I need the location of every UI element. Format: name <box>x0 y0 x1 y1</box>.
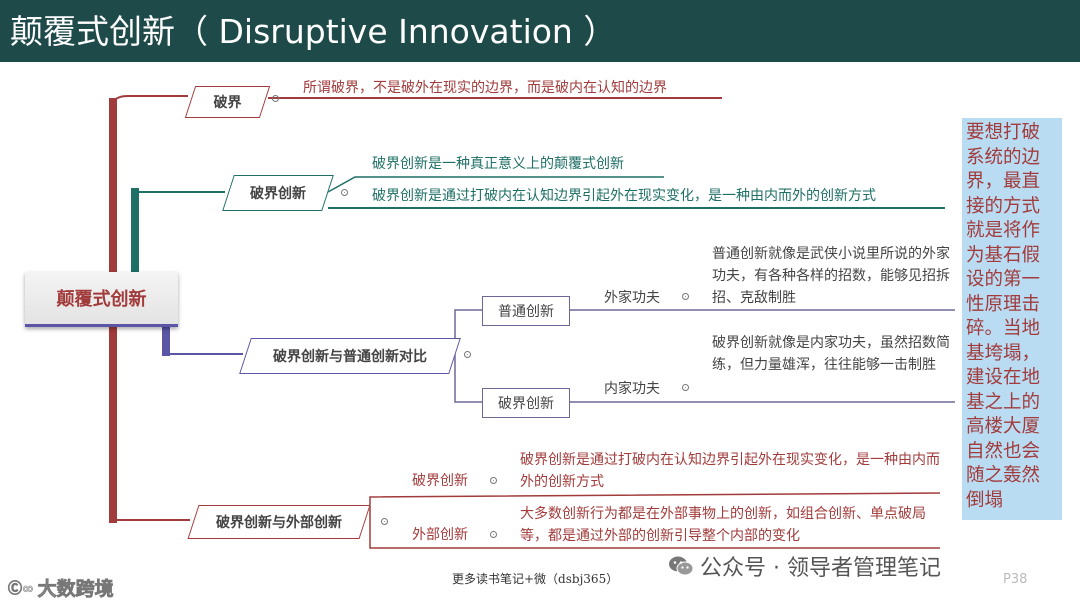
brand-text: 大数跨境 <box>37 578 114 601</box>
brand-logo-icon: Ⓒ∞ <box>8 580 34 597</box>
watermark-text: 公众号 · 领导者管理笔记 <box>700 556 941 581</box>
compare-box-pojie[interactable]: 破界创新 <box>482 388 570 418</box>
footer-text: 更多读书笔记+微（dsbj365） <box>452 572 619 586</box>
collapse-toggle-icon[interactable] <box>341 189 348 196</box>
branch-line-pojie <box>112 95 188 103</box>
callout-box: 要想打破系统的边界，最直接的方式就是将作为基石假设的第一性原理击碎。当地基垮塌，… <box>962 118 1062 520</box>
compare-desc-pojie: 破界创新就像是内家功夫，虽然招数简练，但力量雄浑，往往能够一击制胜 <box>712 335 950 373</box>
node-external-label: 破界创新与外部创新 <box>216 515 342 531</box>
pojie-chuangxin-line-1: 破界创新是一种真正意义上的颠覆式创新 <box>372 156 624 172</box>
node-compare-label: 破界创新与普通创新对比 <box>273 349 427 365</box>
page-title: 颠覆式创新（ Disruptive Innovation ） <box>10 12 617 51</box>
node-pojie-label: 破界 <box>213 95 242 111</box>
root-label: 颠覆式创新 <box>56 289 147 310</box>
external-item-1-desc: 破界创新是通过打破内在认知边界引起外在现实变化，是一种由内而外的创新方式 <box>520 452 940 490</box>
compare-kind-waijia: 外家功夫 <box>604 290 660 306</box>
collapse-toggle-icon[interactable] <box>490 477 497 484</box>
external-item-1-name: 破界创新 <box>412 473 468 489</box>
collapse-toggle-icon[interactable] <box>464 351 471 358</box>
collapse-toggle-icon[interactable] <box>272 95 279 102</box>
page-number: P38 <box>1003 572 1028 587</box>
title-bar: 颠覆式创新（ Disruptive Innovation ） <box>0 0 1080 62</box>
collapse-toggle-icon[interactable] <box>381 518 388 525</box>
collapse-toggle-icon[interactable] <box>682 384 689 391</box>
collapse-toggle-icon[interactable] <box>682 293 689 300</box>
node-pojie-chuangxin-label: 破界创新 <box>250 186 306 202</box>
trunk-teal <box>131 188 139 272</box>
compare-kind-neijia: 内家功夫 <box>604 381 660 397</box>
trunk-purple <box>162 324 170 356</box>
collapse-toggle-icon[interactable] <box>490 531 497 538</box>
brand-watermark: Ⓒ∞ 大数跨境 <box>8 574 114 601</box>
external-item-2-name: 外部创新 <box>412 527 468 543</box>
wechat-icon <box>668 555 694 577</box>
pojie-chuangxin-line-2: 破界创新是通过打破内在认知边界引起外在现实变化，是一种由内而外的创新方式 <box>372 188 876 204</box>
external-item-2-desc: 大多数创新行为都是在外部事物上的创新，如组合创新、单点破局等，都是通过外部的创新… <box>520 506 926 544</box>
pojie-note: 所谓破界，不是破外在现实的边界，而是破内在认知的边界 <box>303 80 667 96</box>
compare-box-ordinary[interactable]: 普通创新 <box>482 296 570 326</box>
root-node[interactable]: 颠覆式创新 <box>25 272 178 327</box>
compare-desc-ordinary: 普通创新就像是武侠小说里所说的外家功夫，有各种各样的招数，能够见招拆招、克敌制胜 <box>712 246 950 306</box>
watermark: 公众号 · 领导者管理笔记 <box>668 550 941 582</box>
